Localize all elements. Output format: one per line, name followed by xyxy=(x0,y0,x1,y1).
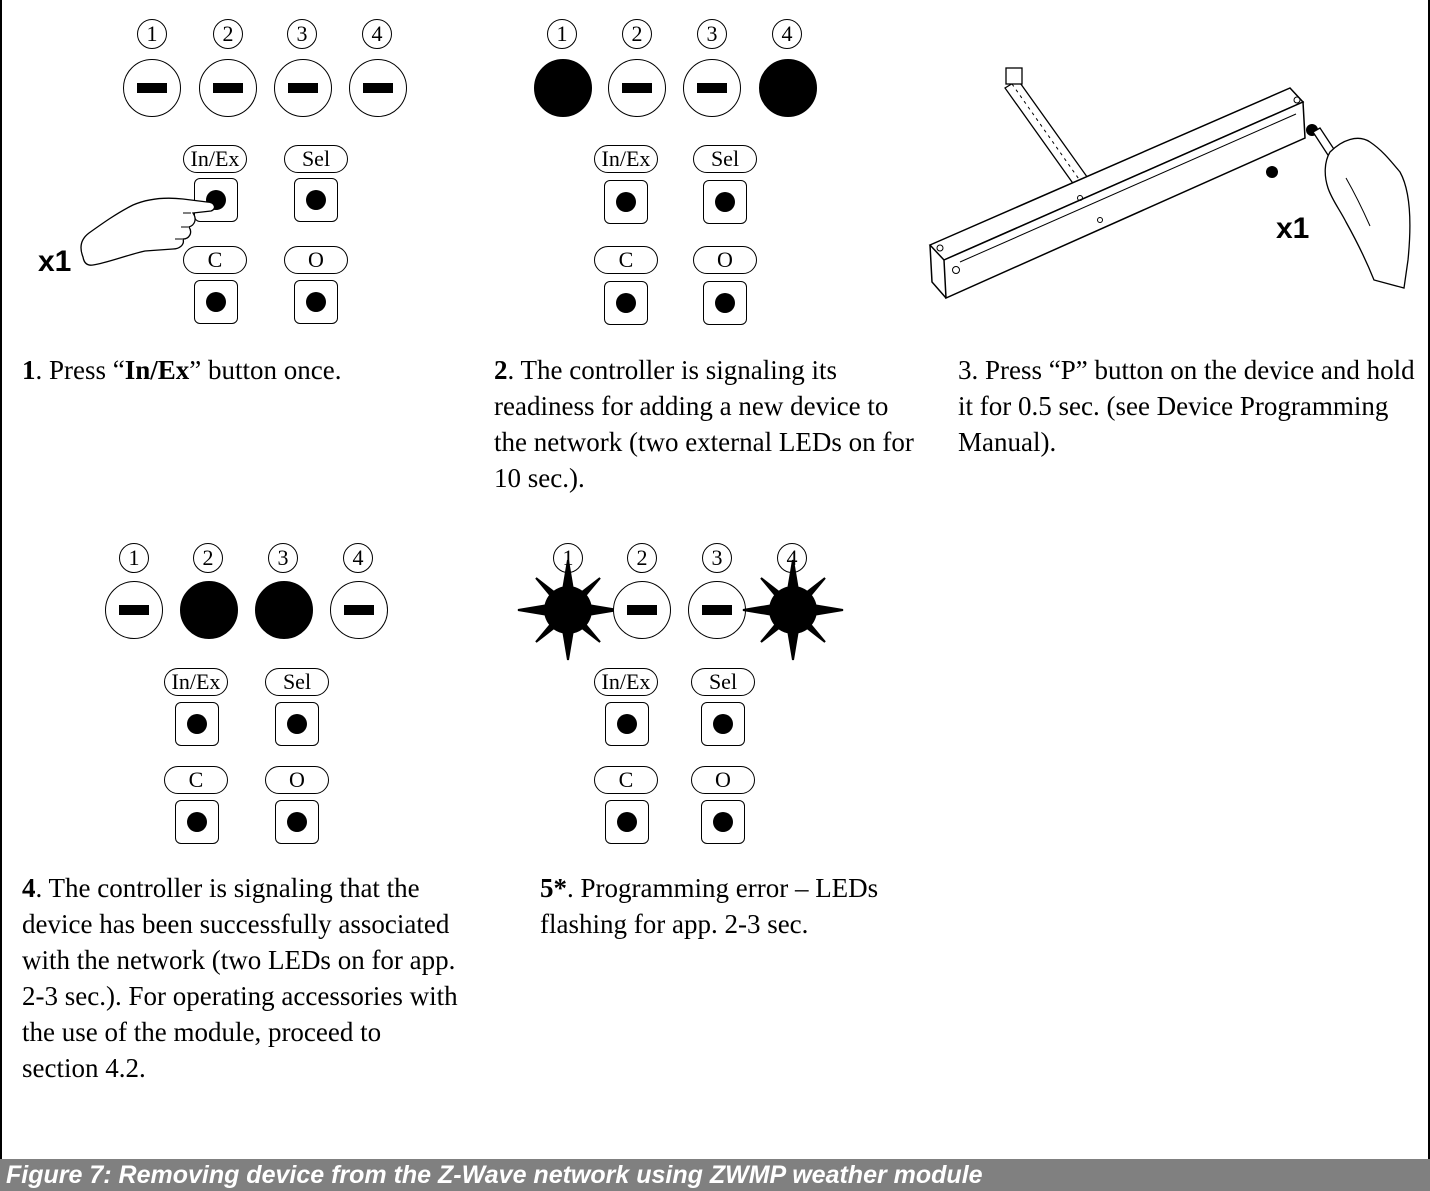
panel-step-2: 1 2 3 4 In/Ex Sel C O xyxy=(470,0,940,340)
sel-label: Sel xyxy=(693,145,757,173)
step-3-text: 3. Press “P” button on the device and ho… xyxy=(958,355,1415,457)
sel-label: Sel xyxy=(284,145,348,173)
inex-label: In/Ex xyxy=(164,668,228,696)
open-label: O xyxy=(265,766,329,794)
panel-step-3: x1 xyxy=(900,60,1420,320)
press-count-3: x1 xyxy=(1276,212,1309,246)
close-label: C xyxy=(594,766,658,794)
led-4-off xyxy=(330,581,388,639)
step-1-caption: 1. Press “In/Ex” button once. xyxy=(22,352,442,388)
sel-button[interactable] xyxy=(294,178,338,222)
step-5-caption: 5*. Programming error – LEDs flashing fo… xyxy=(540,870,940,942)
inex-button[interactable] xyxy=(604,180,648,224)
open-button[interactable] xyxy=(275,800,319,844)
led-3-off xyxy=(274,59,332,117)
step-1-button-name: In/Ex xyxy=(125,355,190,385)
step-5-number: 5* xyxy=(540,873,567,903)
step-2-caption: 2. The controller is signaling its readi… xyxy=(494,352,914,496)
led-3-off xyxy=(683,59,741,117)
pointing-hand-icon xyxy=(75,185,225,275)
flashing-led-1-icon xyxy=(518,560,618,660)
led-number-3: 3 xyxy=(702,543,732,573)
press-count-1: x1 xyxy=(38,245,71,279)
figure-caption: Figure 7: Removing device from the Z-Wav… xyxy=(6,1161,983,1190)
sel-label: Sel xyxy=(691,668,755,696)
open-button[interactable] xyxy=(294,280,338,324)
inex-button[interactable] xyxy=(605,702,649,746)
led-number-3: 3 xyxy=(697,19,727,49)
close-label: C xyxy=(594,246,658,274)
panel-step-4: 1 2 3 4 In/Ex Sel C O xyxy=(0,530,470,860)
step-2-text: . The controller is signaling its readin… xyxy=(494,355,914,493)
figure-caption-bar: Figure 7: Removing device from the Z-Wav… xyxy=(0,1159,1430,1191)
step-4-caption: 4. The controller is signaling that the … xyxy=(22,870,462,1086)
close-button[interactable] xyxy=(605,800,649,844)
led-number-2: 2 xyxy=(627,543,657,573)
sel-button[interactable] xyxy=(275,702,319,746)
open-label: O xyxy=(693,246,757,274)
inex-label: In/Ex xyxy=(183,145,247,173)
close-button[interactable] xyxy=(194,280,238,324)
panel-step-5: 1 2 3 4 xyxy=(470,530,940,860)
led-number-4: 4 xyxy=(343,543,373,573)
open-button[interactable] xyxy=(703,281,747,325)
step-1-number: 1 xyxy=(22,355,36,385)
step-3-caption: 3. Press “P” button on the device and ho… xyxy=(958,352,1418,460)
step-4-text: . The controller is signaling that the d… xyxy=(22,873,458,1083)
panel-step-1: 1 2 3 4 In/Ex Sel C O x1 xyxy=(0,0,470,340)
led-3-off xyxy=(688,581,746,639)
led-number-4: 4 xyxy=(362,19,392,49)
led-number-2: 2 xyxy=(213,19,243,49)
sel-button[interactable] xyxy=(703,180,747,224)
open-label: O xyxy=(284,246,348,274)
led-number-4: 4 xyxy=(772,19,802,49)
step-2-number: 2 xyxy=(494,355,508,385)
led-2-off xyxy=(613,581,671,639)
led-1-off xyxy=(105,581,163,639)
led-number-2: 2 xyxy=(193,543,223,573)
step-4-number: 4 xyxy=(22,873,36,903)
inex-button[interactable] xyxy=(175,702,219,746)
step-1-text-post: ” button once. xyxy=(189,355,341,385)
led-2-on xyxy=(180,581,238,639)
led-3-on xyxy=(255,581,313,639)
close-button[interactable] xyxy=(175,800,219,844)
led-number-2: 2 xyxy=(622,19,652,49)
open-label: O xyxy=(691,766,755,794)
flashing-led-4-icon xyxy=(743,560,843,660)
led-1-off xyxy=(123,59,181,117)
led-4-on xyxy=(759,59,817,117)
led-2-off xyxy=(199,59,257,117)
led-number-1: 1 xyxy=(119,543,149,573)
sel-label: Sel xyxy=(265,668,329,696)
led-4-off xyxy=(349,59,407,117)
led-number-3: 3 xyxy=(287,19,317,49)
device-with-pen-illustration xyxy=(900,60,1420,320)
inex-label: In/Ex xyxy=(594,145,658,173)
step-1-text-pre: . Press “ xyxy=(36,355,125,385)
led-number-1: 1 xyxy=(137,19,167,49)
close-label: C xyxy=(164,766,228,794)
led-2-off xyxy=(608,59,666,117)
close-button[interactable] xyxy=(604,281,648,325)
step-5-text: . Programming error – LEDs flashing for … xyxy=(540,873,878,939)
led-number-3: 3 xyxy=(268,543,298,573)
sel-button[interactable] xyxy=(701,702,745,746)
led-number-1: 1 xyxy=(547,19,577,49)
inex-label: In/Ex xyxy=(594,668,658,696)
led-1-on xyxy=(534,59,592,117)
open-button[interactable] xyxy=(701,800,745,844)
